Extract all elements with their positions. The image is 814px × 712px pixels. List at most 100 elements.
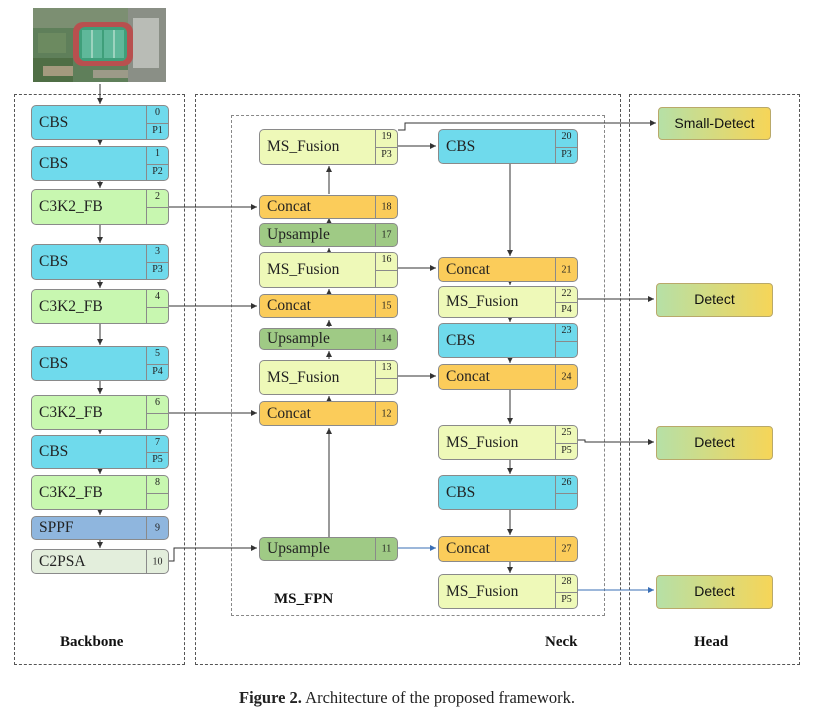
fpn-block-15: Concat 15 (259, 294, 398, 318)
block-scale: P3 (376, 147, 397, 160)
block-label: SPPF (39, 519, 74, 536)
block-label: CBS (39, 154, 69, 172)
block-index: 1 (155, 148, 160, 159)
block-index: 7 (155, 437, 160, 448)
block-label: Concat (446, 368, 490, 385)
block-index: 3 (155, 246, 160, 257)
block-label: C2PSA (39, 552, 86, 570)
block-index: 27 (561, 543, 572, 555)
block-scale (147, 492, 168, 495)
neck-block-27: Concat 27 (438, 536, 578, 562)
fpn-block-17: Upsample 17 (259, 223, 398, 247)
block-label: MS_Fusion (446, 293, 519, 310)
block-label: CBS (446, 331, 476, 349)
fpn-block-12: Concat 12 (259, 401, 398, 426)
block-index: 8 (155, 477, 160, 488)
block-scale (556, 340, 577, 343)
block-index: 15 (381, 300, 392, 312)
block-label: CBS (39, 443, 69, 460)
detect-head-2: Detect (656, 426, 773, 460)
input-aerial-image (33, 8, 166, 82)
block-label: Concat (267, 198, 311, 215)
block-index: 25 (561, 427, 572, 438)
block-index: 11 (381, 543, 392, 555)
block-index: 13 (381, 362, 392, 373)
figure-caption: Figure 2. Architecture of the proposed f… (0, 688, 814, 708)
neck-title: Neck (545, 634, 578, 650)
block-label: Upsample (267, 540, 330, 557)
block-index: 6 (155, 397, 160, 408)
neck-block-24: Concat 24 (438, 364, 578, 390)
block-index: 16 (381, 254, 392, 265)
block-index: 28 (561, 576, 572, 587)
caption-text: Architecture of the proposed framework. (305, 688, 576, 707)
block-label: MS_Fusion (267, 261, 340, 278)
block-label: MS_Fusion (267, 368, 340, 386)
fpn-block-18: Concat 18 (259, 195, 398, 219)
block-scale (147, 306, 168, 309)
small-detect-head: Small-Detect (658, 107, 771, 140)
block-index: 17 (381, 229, 392, 241)
backbone-block-2: C3K2_FB 2 (31, 189, 169, 225)
block-scale (376, 377, 397, 380)
block-label: C3K2_FB (39, 297, 103, 315)
block-label: Concat (267, 297, 311, 314)
fpn-block-14: Upsample 14 (259, 328, 398, 350)
block-index: 2 (155, 191, 160, 202)
block-scale (556, 492, 577, 495)
block-index: 18 (381, 201, 392, 213)
head-title: Head (694, 634, 729, 650)
block-label: C3K2_FB (39, 483, 103, 501)
detect-head-3: Detect (656, 575, 773, 609)
block-scale: P3 (556, 146, 577, 160)
block-label: Concat (267, 404, 311, 422)
block-index: 5 (155, 348, 160, 359)
backbone-block-6: C3K2_FB 6 (31, 395, 169, 430)
block-label: CBS (39, 253, 69, 270)
neck-block-26: CBS 26 (438, 475, 578, 510)
block-index: 20 (561, 131, 572, 142)
neck-block-21: Concat 21 (438, 257, 578, 282)
block-index: 22 (561, 288, 572, 299)
block-index: 14 (381, 333, 392, 345)
block-scale (147, 412, 168, 415)
block-label: CBS (39, 354, 69, 372)
detect-head-1: Detect (656, 283, 773, 317)
block-label: C3K2_FB (39, 198, 103, 215)
block-label: CBS (446, 483, 476, 501)
block-label: CBS (39, 113, 69, 131)
block-label: Concat (446, 540, 490, 557)
block-index: 9 (155, 522, 160, 534)
block-label: MS_Fusion (446, 433, 519, 451)
head-region (629, 94, 800, 665)
block-label: MS_Fusion (267, 138, 340, 155)
block-scale: P5 (556, 442, 577, 456)
block-index: 19 (381, 131, 392, 142)
fpn-block-13: MS_Fusion 13 (259, 360, 398, 395)
block-index: 12 (381, 408, 392, 419)
neck-block-23: CBS 23 (438, 323, 578, 358)
block-index: 21 (561, 264, 572, 275)
block-label: Upsample (267, 226, 330, 243)
block-scale (147, 207, 168, 209)
block-scale: P4 (556, 302, 577, 315)
block-label: CBS (446, 137, 476, 155)
block-scale: P2 (147, 163, 168, 177)
block-scale: P5 (147, 452, 168, 465)
ms-fpn-region (231, 115, 605, 616)
backbone-title: Backbone (60, 634, 124, 650)
block-index: 4 (155, 291, 160, 302)
backbone-block-4: C3K2_FB 4 (31, 289, 169, 324)
block-label: Concat (446, 260, 490, 278)
backbone-block-10: C2PSA 10 (31, 549, 169, 574)
caption-prefix: Figure 2. (238, 688, 302, 707)
